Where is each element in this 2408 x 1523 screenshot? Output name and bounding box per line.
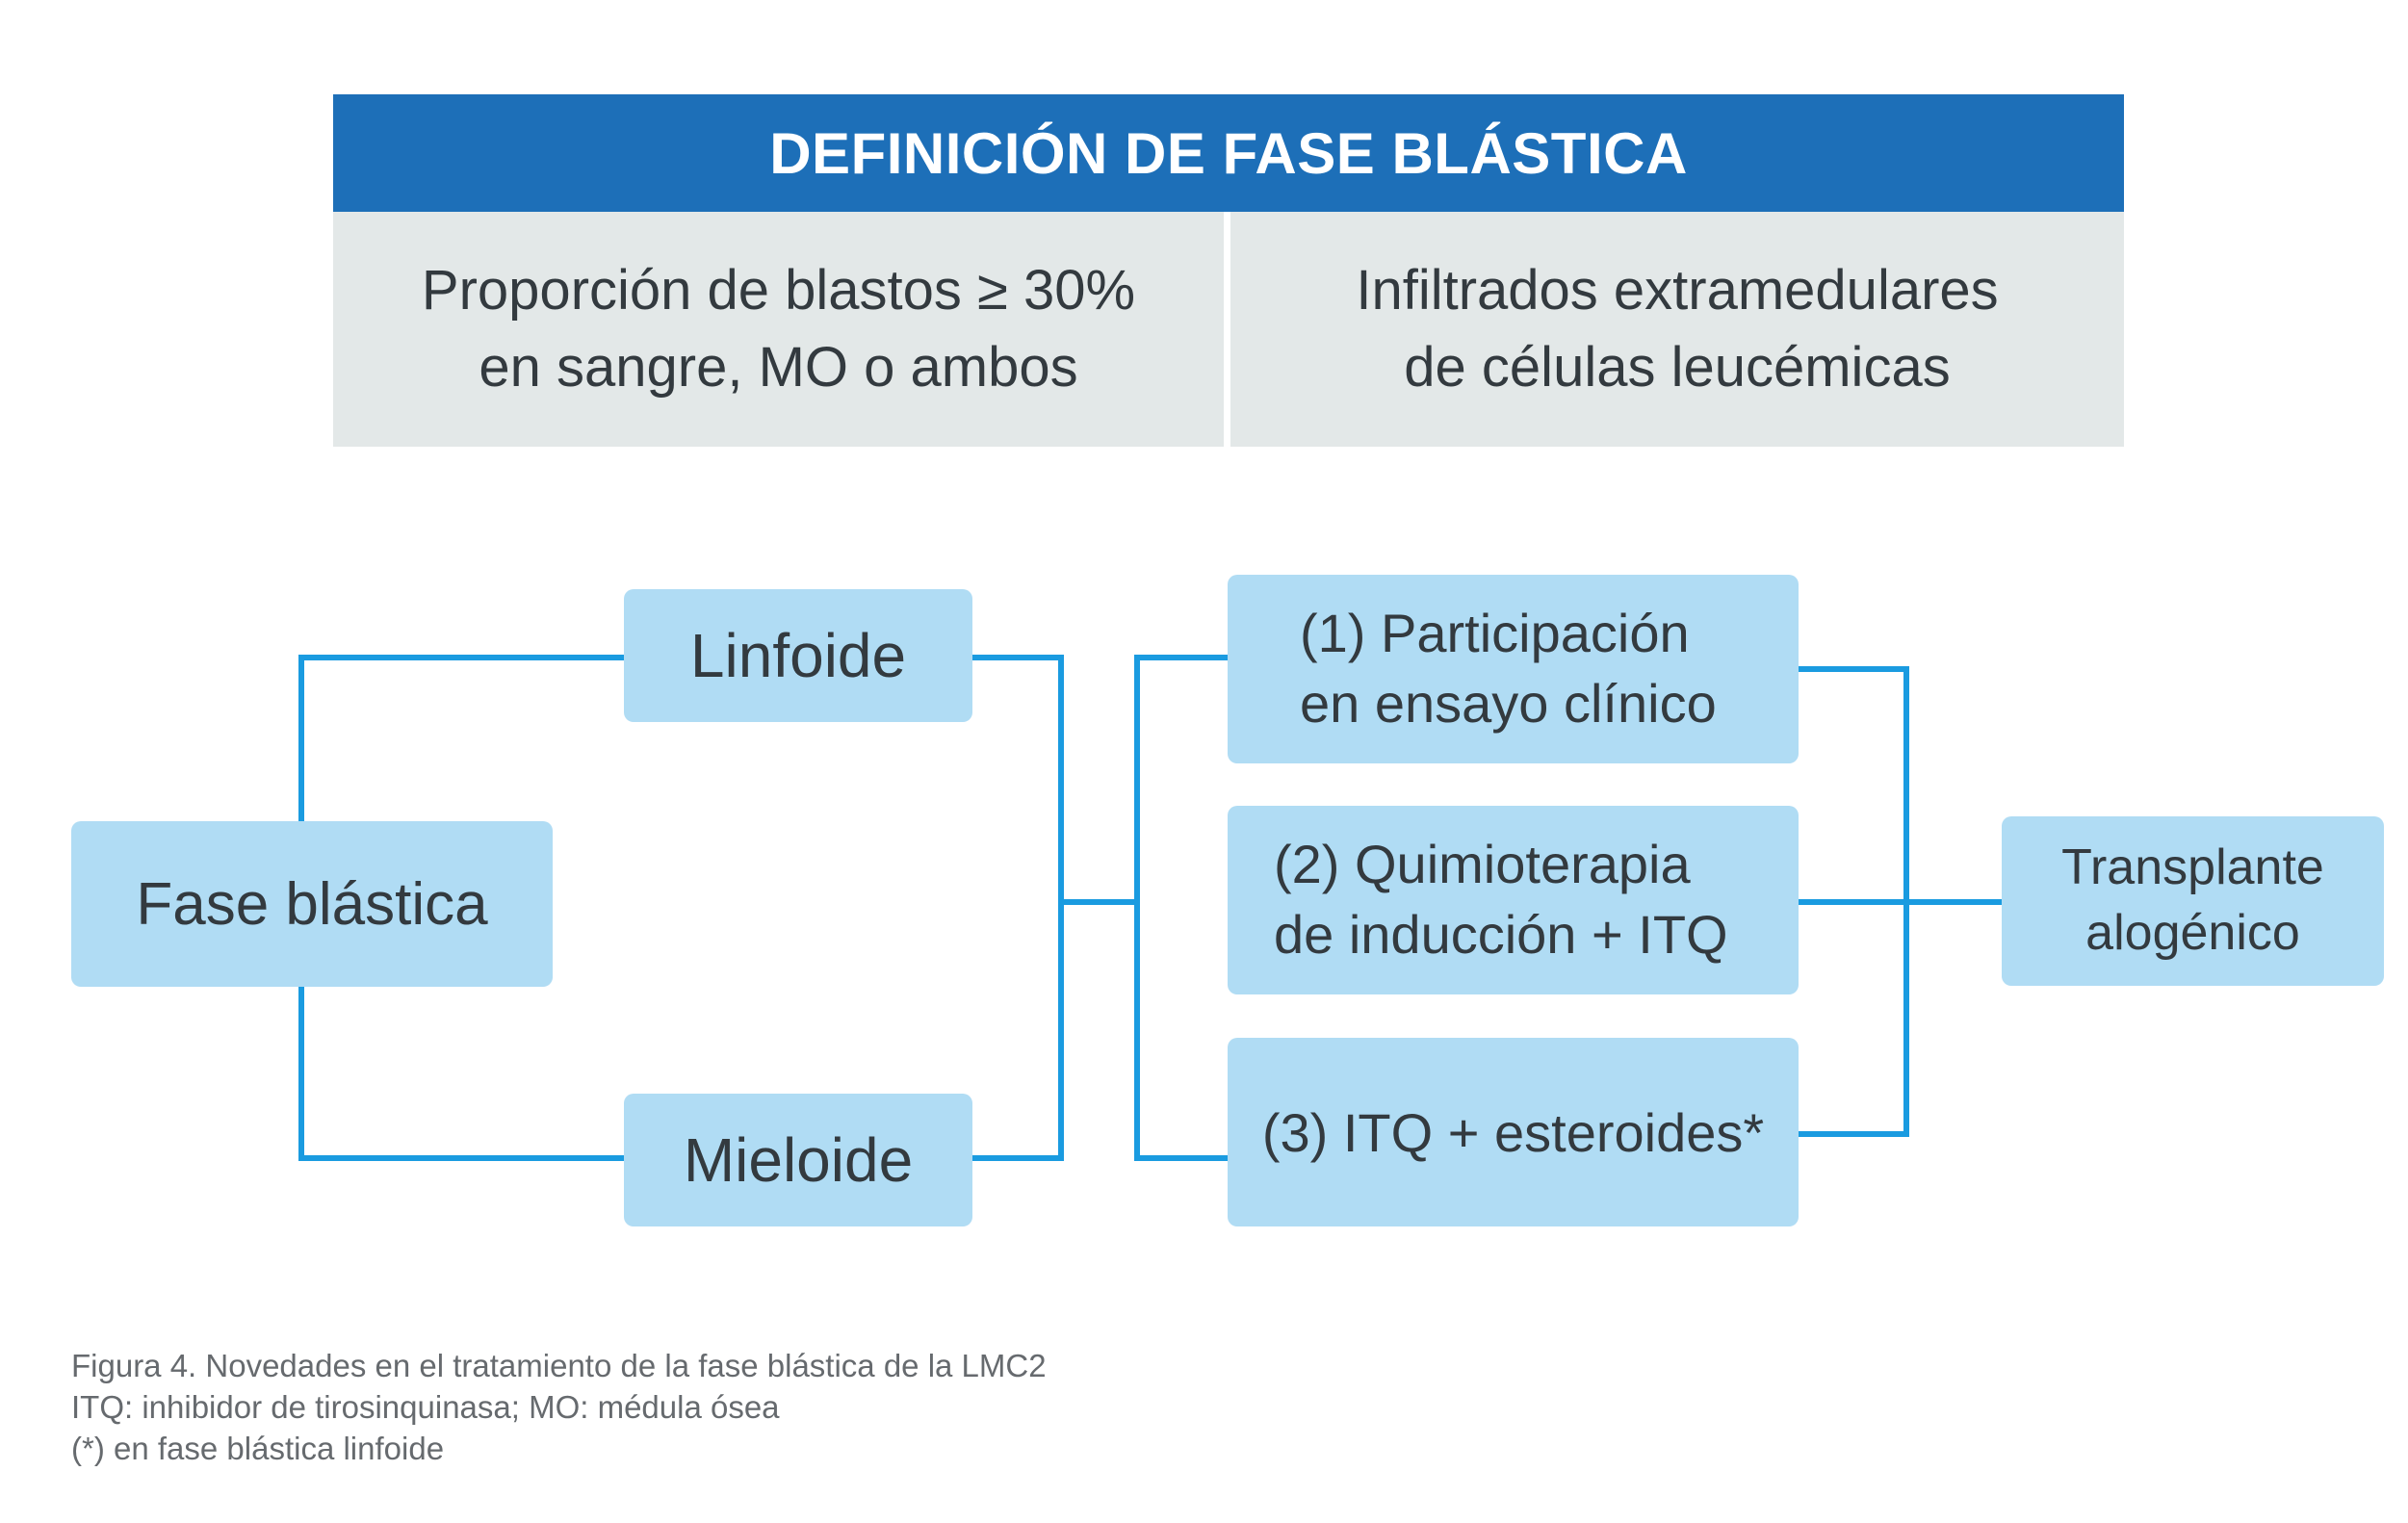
connector-start-to-types — [298, 655, 624, 1161]
box-myeloid-label: Mieloide — [683, 1125, 914, 1195]
connector-options-to-end — [1799, 666, 2002, 1137]
box-transplant: Transplante alogénico — [2002, 816, 2384, 986]
box-option-clinical-trial: (1) Participación en ensayo clínico — [1228, 575, 1799, 763]
box-option-itq-steroids: (3) ITQ + esteroides* — [1228, 1038, 1799, 1226]
box-lymphoid: Linfoide — [624, 589, 972, 722]
box-option-chemotherapy-label: (2) Quimioterapia de inducción + ITQ — [1274, 834, 1728, 965]
definition-criterion-infiltrates: Infiltrados extramedulares de células le… — [1230, 212, 2124, 447]
definition-title-text: DEFINICIÓN DE FASE BLÁSTICA — [769, 120, 1688, 186]
box-option-itq-steroids-label: (3) ITQ + esteroides* — [1261, 1101, 1765, 1163]
definition-criterion-infiltrates-text: Infiltrados extramedulares de células le… — [1356, 258, 1999, 399]
caption-line-abbreviations: ITQ: inhibidor de tirosinquinasa; MO: mé… — [71, 1388, 780, 1425]
box-myeloid: Mieloide — [624, 1094, 972, 1226]
definition-title: DEFINICIÓN DE FASE BLÁSTICA — [333, 94, 2124, 212]
box-transplant-label: Transplante alogénico — [2061, 839, 2324, 961]
definition-criterion-blasts: Proporción de blastos ≥ 30% en sangre, M… — [333, 212, 1224, 447]
box-lymphoid-label: Linfoide — [689, 621, 907, 690]
definition-criterion-blasts-text: Proporción de blastos ≥ 30% en sangre, M… — [421, 258, 1136, 399]
caption-line-title: Figura 4. Novedades en el tratamiento de… — [71, 1348, 1047, 1383]
figure-caption: Figura 4. Novedades en el tratamiento de… — [71, 1346, 1047, 1470]
box-option-chemotherapy: (2) Quimioterapia de inducción + ITQ — [1228, 806, 1799, 994]
box-option-clinical-trial-label: (1) Participación en ensayo clínico — [1300, 603, 1717, 734]
box-blast-phase-label: Fase blástica — [136, 870, 488, 938]
box-blast-phase: Fase blástica — [71, 821, 553, 987]
connector-types-to-options — [972, 655, 1228, 1161]
caption-line-footnote: (*) en fase blástica linfoide — [71, 1430, 445, 1466]
